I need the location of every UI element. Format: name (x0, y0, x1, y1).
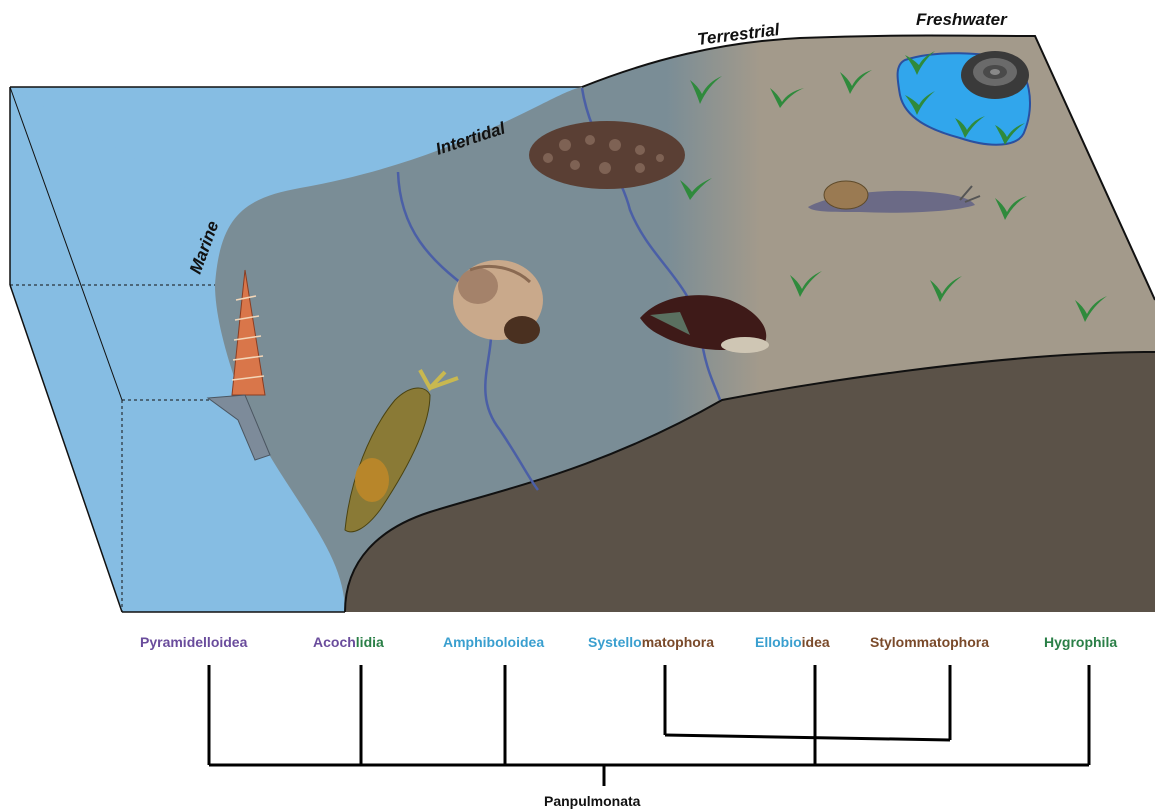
taxon-label-part: Hygrophila (1044, 634, 1117, 650)
taxon-label-part: Pyramidelloidea (140, 634, 247, 650)
taxon-amphiboloidea: Amphiboloidea (443, 634, 544, 650)
taxon-ellobioidea: Ellobioidea (755, 634, 830, 650)
taxon-label-part: Amphiboloidea (443, 634, 544, 650)
taxon-label-part: Systello (588, 634, 642, 650)
taxon-label-part: idea (802, 634, 830, 650)
taxon-label-part: lidia (356, 634, 384, 650)
onchidiid-slug (529, 121, 685, 189)
habitat-label-freshwater: Freshwater (916, 10, 1008, 29)
phylogenetic-tree (209, 665, 1089, 786)
taxon-systellomatophora: Systellomatophora (588, 634, 714, 650)
taxon-acochlidia: Acochlidia (313, 634, 384, 650)
root-label-panpulmonata: Panpulmonata (544, 793, 640, 809)
taxon-hygrophila: Hygrophila (1044, 634, 1117, 650)
taxon-label-part: Ellobio (755, 634, 802, 650)
tree-node (665, 735, 950, 740)
taxon-label-part: Acoch (313, 634, 356, 650)
taxon-pyramidelloidea: Pyramidelloidea (140, 634, 247, 650)
taxon-label-part: Stylommatophora (870, 634, 989, 650)
taxon-stylommatophora: Stylommatophora (870, 634, 989, 650)
ramshorn-snail (961, 51, 1029, 99)
taxon-label-part: matophora (642, 634, 714, 650)
